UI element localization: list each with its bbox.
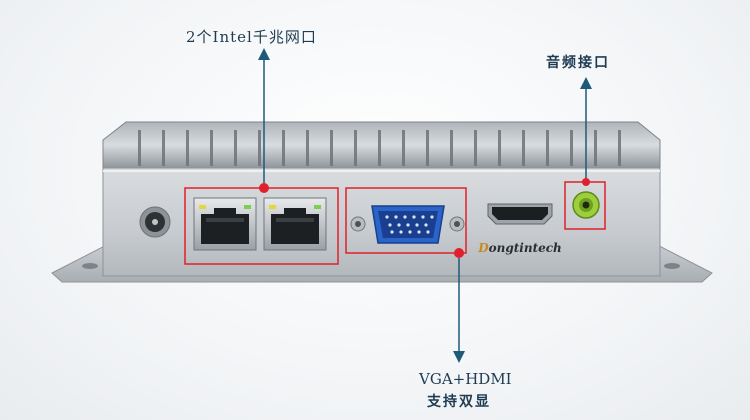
display-callout-arrow	[453, 258, 465, 363]
dual-display-label: 支持双显	[427, 394, 491, 410]
lan-marker-dot	[259, 183, 269, 193]
lan-port-1	[193, 197, 257, 251]
vga-port	[350, 205, 465, 244]
brand-logo: Dongtintech	[477, 241, 562, 255]
display-highlight-box	[345, 187, 467, 254]
audio-callout-arrow	[580, 77, 592, 178]
flange-hole-right	[664, 263, 680, 269]
display-ports-label: VGA+HDMI	[419, 370, 512, 388]
lan-callout-arrow	[258, 48, 270, 183]
audio-jack	[572, 191, 600, 219]
hdmi-port	[487, 203, 553, 225]
lan-ports-label: 2个Intel千兆网口	[186, 28, 317, 46]
audio-marker-dot	[582, 178, 590, 186]
flange-hole-left	[82, 263, 98, 269]
audio-port-label: 音频接口	[546, 55, 610, 71]
lan-port-2	[263, 197, 327, 251]
dc-power-jack	[139, 206, 171, 238]
display-marker-dot	[454, 248, 464, 258]
heatsink-fins	[138, 130, 621, 166]
